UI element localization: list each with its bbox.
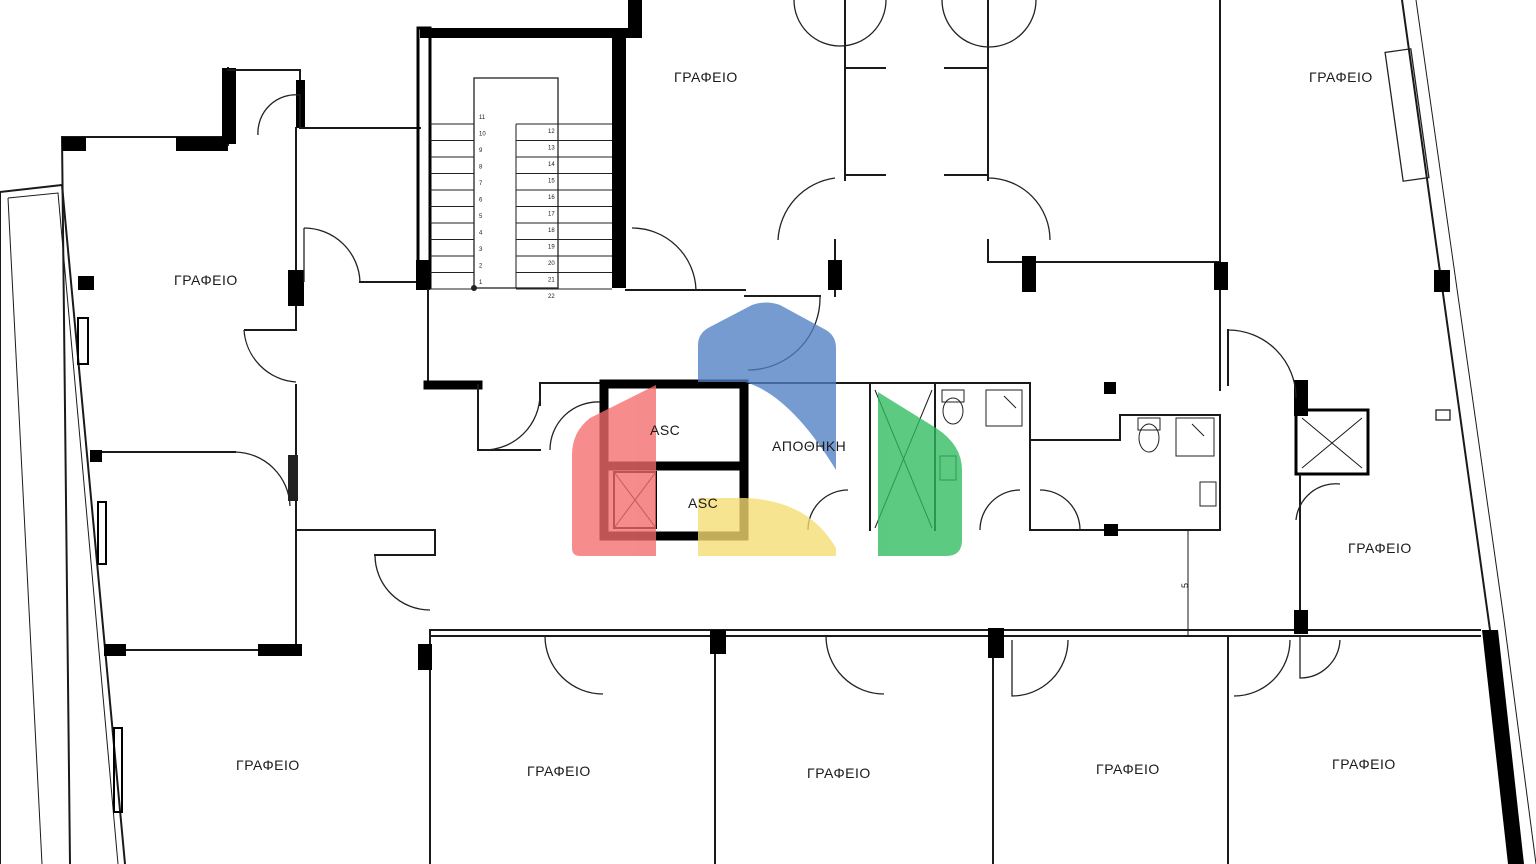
room-labels: ΓΡΑΦΕΙΟ ΓΡΑΦΕΙΟ ΓΡΑΦΕΙΟ ΓΡΑΦΕΙΟ ΓΡΑΦΕΙΟ … (174, 69, 1412, 781)
stair-number-left: 6 (479, 198, 483, 204)
stair-number-left: 11 (479, 115, 486, 121)
office-label-bottom-4: ΓΡΑΦΕΙΟ (1096, 761, 1160, 777)
office-label-bottom-2: ΓΡΑΦΕΙΟ (527, 763, 591, 779)
stair-number-right: 19 (548, 245, 555, 251)
office-label-bottom-left: ΓΡΑΦΕΙΟ (236, 757, 300, 773)
stair-number-left: 4 (479, 231, 483, 237)
logo-red-shape (572, 385, 656, 556)
stair-number-right: 16 (548, 195, 555, 201)
storage-label: ΑΠΟΘΗΚΗ (772, 438, 846, 454)
logo-green-shape (878, 392, 962, 556)
office-label-bottom-right: ΓΡΑΦΕΙΟ (1332, 756, 1396, 772)
stair-number-right: 15 (548, 179, 555, 185)
stair-number-right: 12 (548, 129, 555, 135)
logo-yellow-shape (698, 498, 836, 556)
stair-number-left: 2 (479, 264, 483, 270)
elevator-label-lower: ASC (688, 495, 718, 511)
stair-number-right: 18 (548, 228, 555, 234)
office-label-bottom-3: ΓΡΑΦΕΙΟ (807, 765, 871, 781)
office-label-top-center: ΓΡΑΦΕΙΟ (674, 69, 738, 85)
stair-number-left: 5 (479, 214, 483, 220)
stair-number-left: 9 (479, 148, 483, 154)
watermark-logo (572, 302, 962, 556)
stair-number-left: 7 (479, 181, 483, 187)
elevator-label-upper: ASC (650, 422, 680, 438)
office-label-right-middle: ΓΡΑΦΕΙΟ (1348, 540, 1412, 556)
office-label-top-right: ΓΡΑΦΕΙΟ (1309, 69, 1373, 85)
wc-fixtures (939, 389, 1217, 507)
stair-number-right: 21 (548, 278, 555, 284)
stair-number-left: 10 (479, 132, 486, 138)
stair-number-left: 8 (479, 165, 483, 171)
dimension-label: 5 (1180, 583, 1190, 588)
stair-number-right: 13 (548, 146, 555, 152)
office-label-left-upper: ΓΡΑΦΕΙΟ (174, 272, 238, 288)
stair-number-right: 17 (548, 212, 555, 218)
stair-number-left: 1 (479, 280, 483, 286)
stair-number-left: 3 (479, 247, 483, 253)
doors (234, 0, 1341, 697)
logo-blue-shape (698, 302, 836, 470)
stair-number-right: 22 (548, 294, 555, 300)
stair-number-right: 20 (548, 261, 555, 267)
stair-start-dot (471, 285, 477, 291)
stair-number-right: 14 (548, 162, 555, 168)
